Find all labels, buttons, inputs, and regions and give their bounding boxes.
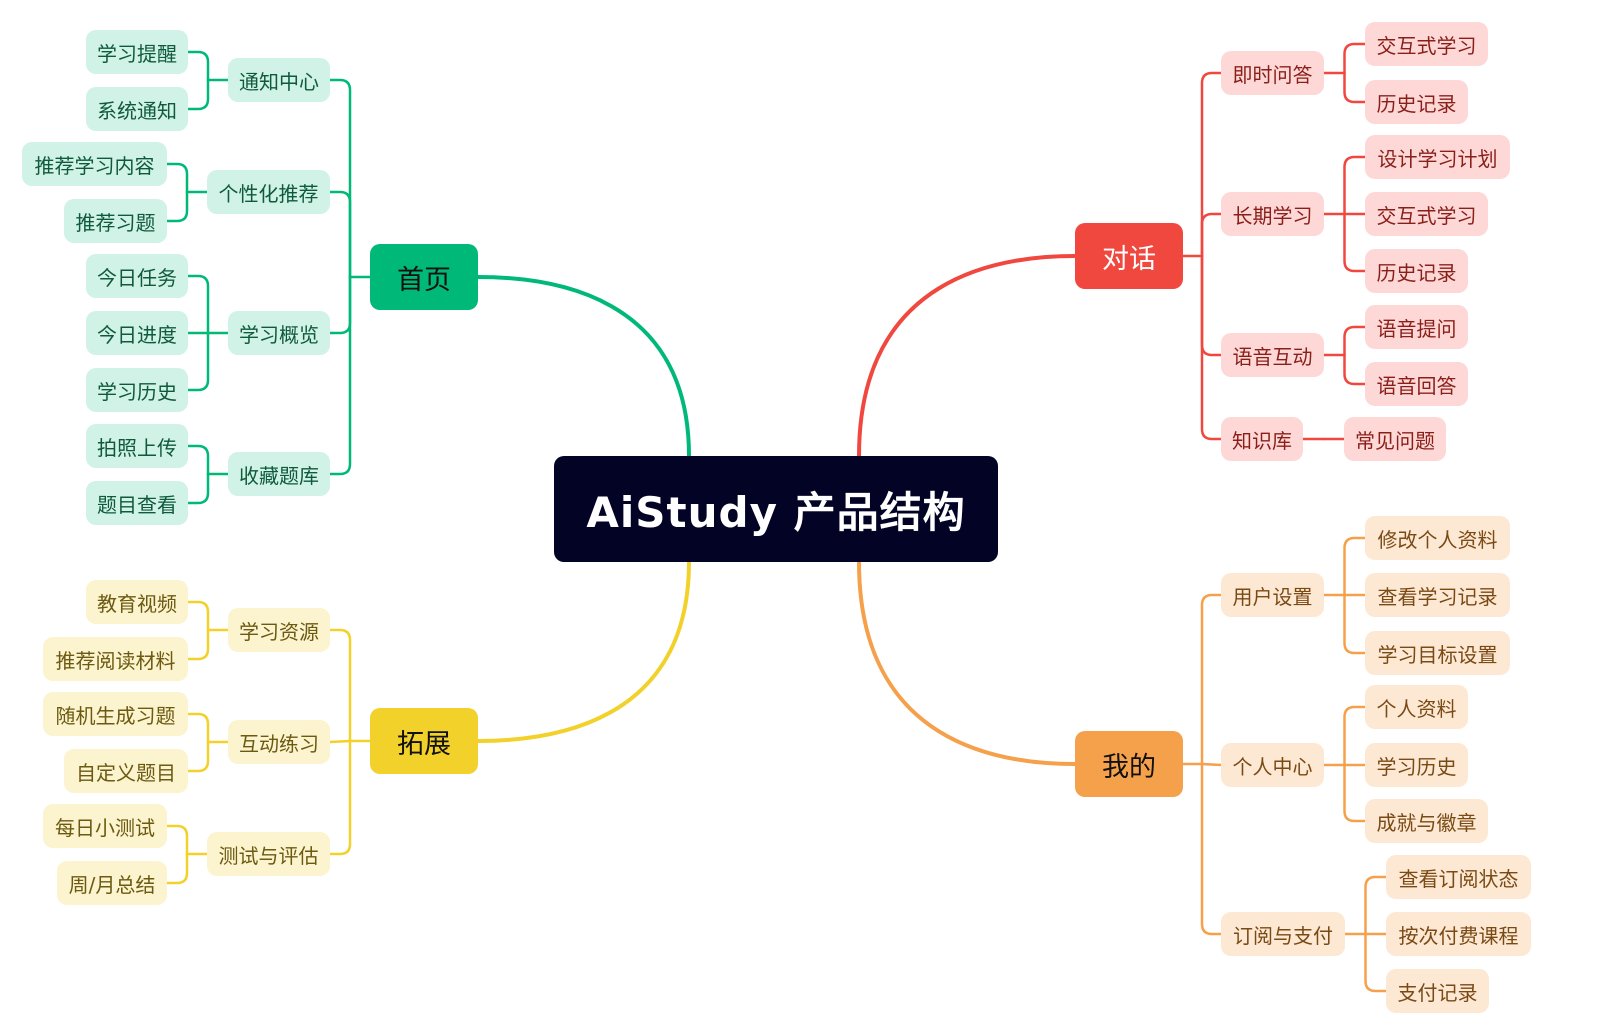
- home-item-system-notice[interactable]: 系统通知: [86, 87, 188, 131]
- extend-item-edu-video[interactable]: 教育视频: [86, 580, 188, 624]
- home-item-today-progress[interactable]: 今日进度: [86, 311, 188, 355]
- link-home-group-notification-0: [186, 50, 210, 82]
- mine-group-user-settings[interactable]: 用户设置: [1221, 573, 1324, 617]
- extend-item-daily-quiz[interactable]: 每日小测试: [43, 804, 167, 848]
- extend-group-assessment[interactable]: 测试与评估: [207, 832, 330, 876]
- link-mine-group-subscription-0: [1364, 875, 1388, 936]
- home-item-question-view[interactable]: 题目查看: [86, 481, 188, 525]
- chat-group-instant-qa[interactable]: 即时问答: [1221, 51, 1324, 95]
- link-branch-home-1: [328, 190, 352, 279]
- link-extend-group-resources-0: [186, 600, 210, 632]
- link-chat-group-voice-1: [1343, 353, 1367, 386]
- chat-group-knowledge[interactable]: 知识库: [1221, 417, 1303, 461]
- mine-group-subscription[interactable]: 订阅与支付: [1221, 912, 1345, 956]
- link-home-group-recommendation-0: [165, 162, 189, 194]
- link-branch-extend-2: [328, 739, 352, 856]
- chat-item-history-2[interactable]: 历史记录: [1365, 249, 1468, 293]
- chat-item-interactive-1[interactable]: 交互式学习: [1365, 22, 1488, 66]
- chat-item-history-1[interactable]: 历史记录: [1365, 80, 1468, 124]
- home-group-notification[interactable]: 通知中心: [228, 58, 330, 102]
- branch-mine[interactable]: 我的: [1075, 731, 1183, 797]
- link-branch-chat-0: [1200, 71, 1223, 258]
- link-root-branch-mine: [857, 560, 1077, 766]
- mine-item-payment-records[interactable]: 支付记录: [1386, 969, 1489, 1013]
- mine-item-subscription-status[interactable]: 查看订阅状态: [1386, 855, 1531, 899]
- chat-group-voice[interactable]: 语音互动: [1221, 333, 1324, 377]
- extend-item-reading[interactable]: 推荐阅读材料: [43, 637, 188, 681]
- home-item-photo-upload[interactable]: 拍照上传: [86, 424, 188, 468]
- mine-item-history[interactable]: 学习历史: [1365, 743, 1468, 787]
- home-item-study-reminder[interactable]: 学习提醒: [86, 30, 188, 74]
- chat-item-voice-answer[interactable]: 语音回答: [1365, 362, 1468, 406]
- link-mine-group-user-settings-2: [1343, 593, 1367, 655]
- link-branch-mine-1: [1200, 762, 1223, 767]
- branch-extend[interactable]: 拓展: [370, 708, 478, 774]
- chat-group-long-term[interactable]: 长期学习: [1221, 192, 1324, 236]
- link-extend-group-assessment-1: [165, 852, 189, 885]
- link-home-group-favorites-1: [186, 472, 210, 505]
- home-item-recommend-exercise[interactable]: 推荐习题: [64, 199, 167, 243]
- branch-chat[interactable]: 对话: [1075, 223, 1183, 289]
- link-chat-group-instant-qa-1: [1343, 71, 1367, 104]
- chat-item-faq[interactable]: 常见问题: [1344, 417, 1446, 461]
- link-branch-home-2: [328, 275, 352, 335]
- link-home-group-notification-1: [186, 78, 210, 111]
- link-branch-chat-2: [1200, 254, 1223, 357]
- link-extend-group-practice-1: [186, 740, 210, 773]
- link-chat-group-long-term-2: [1343, 212, 1367, 273]
- link-chat-group-voice-0: [1343, 325, 1367, 357]
- link-branch-mine-0: [1200, 593, 1223, 766]
- extend-item-custom-question[interactable]: 自定义题目: [64, 749, 188, 793]
- link-root-branch-extend: [476, 560, 691, 743]
- link-branch-mine-2: [1200, 762, 1223, 936]
- link-branch-home-0: [328, 78, 352, 279]
- mine-item-goal-settings[interactable]: 学习目标设置: [1365, 631, 1510, 675]
- mine-group-personal-center[interactable]: 个人中心: [1221, 743, 1324, 787]
- link-extend-group-resources-1: [186, 628, 210, 661]
- link-chat-group-instant-qa-0: [1343, 42, 1367, 75]
- link-branch-home-3: [328, 275, 352, 476]
- extend-item-random-exercise[interactable]: 随机生成习题: [43, 692, 188, 736]
- link-home-group-overview-0: [186, 274, 210, 335]
- link-chat-group-long-term-0: [1343, 155, 1367, 216]
- link-mine-group-subscription-2: [1364, 932, 1388, 993]
- link-mine-group-personal-center-0: [1343, 705, 1367, 767]
- home-item-study-history[interactable]: 学习历史: [86, 368, 188, 412]
- extend-group-practice[interactable]: 互动练习: [228, 720, 330, 764]
- home-item-today-task[interactable]: 今日任务: [86, 254, 188, 298]
- link-extend-group-practice-0: [186, 712, 210, 744]
- link-extend-group-assessment-0: [165, 824, 189, 856]
- mine-item-pay-per-course[interactable]: 按次付费课程: [1386, 912, 1531, 956]
- chat-item-interactive-2[interactable]: 交互式学习: [1365, 192, 1488, 236]
- branch-home[interactable]: 首页: [370, 244, 478, 310]
- extend-item-weekly-summary[interactable]: 周/月总结: [57, 861, 167, 905]
- chat-item-voice-ask[interactable]: 语音提问: [1365, 305, 1468, 349]
- link-mine-group-user-settings-0: [1343, 536, 1367, 597]
- home-item-recommend-content[interactable]: 推荐学习内容: [22, 142, 167, 186]
- home-group-overview[interactable]: 学习概览: [228, 311, 330, 355]
- link-branch-extend-1: [328, 739, 352, 744]
- chat-item-study-plan[interactable]: 设计学习计划: [1365, 135, 1510, 179]
- extend-group-resources[interactable]: 学习资源: [228, 608, 330, 652]
- link-branch-chat-1: [1200, 212, 1223, 258]
- link-mine-group-personal-center-2: [1343, 763, 1367, 823]
- root-node[interactable]: AiStudy 产品结构: [554, 456, 998, 562]
- mine-item-badges[interactable]: 成就与徽章: [1365, 799, 1488, 843]
- link-home-group-overview-2: [186, 331, 210, 392]
- link-root-branch-home: [476, 275, 691, 458]
- link-root-branch-chat: [857, 254, 1077, 458]
- link-home-group-recommendation-1: [165, 190, 189, 223]
- mine-item-edit-profile[interactable]: 修改个人资料: [1365, 516, 1510, 560]
- link-home-group-favorites-0: [186, 444, 210, 476]
- home-group-favorites[interactable]: 收藏题库: [228, 452, 330, 496]
- home-group-recommendation[interactable]: 个性化推荐: [207, 170, 330, 214]
- mine-item-view-records[interactable]: 查看学习记录: [1365, 573, 1510, 617]
- link-branch-chat-3: [1200, 254, 1223, 441]
- link-branch-extend-0: [328, 628, 352, 743]
- mine-item-profile[interactable]: 个人资料: [1365, 685, 1468, 729]
